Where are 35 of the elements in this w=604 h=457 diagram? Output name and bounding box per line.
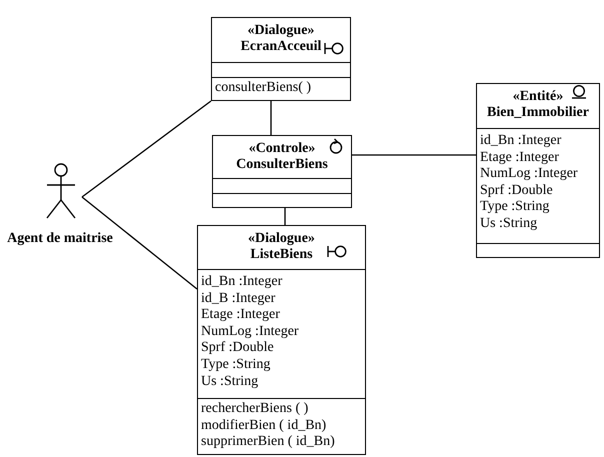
- association-line: [270, 101, 272, 135]
- attribute-text: id_Bn :Integer: [480, 133, 562, 150]
- uml-class: [476, 83, 600, 258]
- class-name: ListeBiens: [250, 247, 313, 263]
- association-line: [284, 208, 286, 225]
- actor-name: Agent de maitrise: [6, 231, 114, 247]
- attribute-text: Type :String: [480, 199, 550, 216]
- attribute-text: id_B :Integer: [201, 290, 276, 308]
- class-name: ConsulterBiens: [236, 157, 328, 173]
- attribute-text: Type :String: [201, 356, 272, 374]
- attribute-text: NumLog :Integer: [201, 324, 300, 340]
- attribute-text: Sprf :Double: [201, 340, 275, 357]
- attribute-text: NumLog :Integer: [480, 166, 579, 183]
- operation-text: modifierBien ( id_Bn): [201, 418, 328, 434]
- association-line: [352, 154, 476, 156]
- stereotype-label: «Dialogue»: [248, 23, 314, 39]
- class-name: EcranAcceuil: [240, 39, 322, 55]
- attribute-text: Us :String: [201, 374, 260, 390]
- association-line: [82, 196, 198, 290]
- attribute-text: Etage :Integer: [201, 307, 281, 324]
- attribute-text: Sprf :Double: [480, 182, 554, 200]
- uml-class: [212, 135, 352, 208]
- uml-class: [197, 225, 366, 455]
- attribute-text: Us :String: [480, 216, 538, 233]
- stereotype-label: «Controle»: [248, 141, 316, 157]
- association-line: [82, 100, 212, 198]
- attribute-text: id_Bn :Integer: [201, 274, 284, 291]
- operation-text: supprimerBien ( id_Bn): [201, 434, 336, 451]
- operation-text: rechercherBiens ( ): [201, 401, 310, 418]
- stereotype-label: «Dialogue»: [248, 231, 315, 247]
- class-name: Bien_Immobilier: [487, 105, 589, 121]
- operation-text: consulterBiens( ): [215, 80, 312, 97]
- stereotype-label: «Entité»: [512, 89, 564, 105]
- attribute-text: Etage :Integer: [480, 150, 560, 166]
- uml-class: [211, 17, 351, 101]
